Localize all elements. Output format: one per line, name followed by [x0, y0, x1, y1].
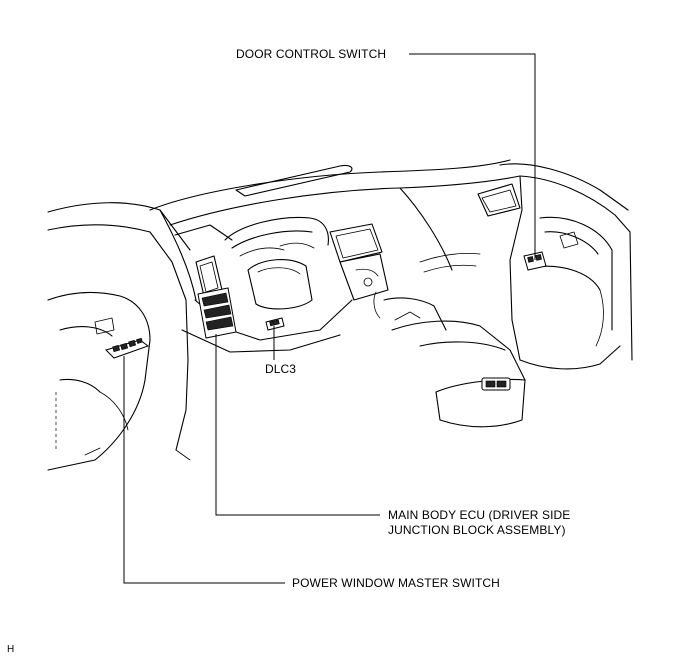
dlc3-label: DLC3 [265, 362, 297, 376]
main-body-ecu-leader [215, 334, 380, 516]
dlc3-connector [265, 317, 285, 331]
main-body-ecu-label-line1: MAIN BODY ECU (DRIVER SIDE [388, 508, 571, 522]
door-control-switch-leader [409, 53, 536, 260]
door-control-switch [523, 251, 547, 271]
power-window-master-switch-leader [123, 356, 285, 584]
center-console [373, 291, 526, 428]
main-body-ecu-label-line2: JUNCTION BLOCK ASSEMBLY) [388, 523, 566, 537]
dashboard [149, 159, 521, 353]
passenger-door [499, 163, 633, 370]
power-window-master-switch-label: POWER WINDOW MASTER SWITCH [292, 576, 500, 590]
door-control-switch-label: DOOR CONTROL SWITCH [236, 47, 387, 61]
corner-code: H [7, 644, 15, 655]
main-body-ecu [197, 287, 237, 339]
driver-door [47, 202, 197, 471]
power-window-master-switch [105, 337, 150, 359]
